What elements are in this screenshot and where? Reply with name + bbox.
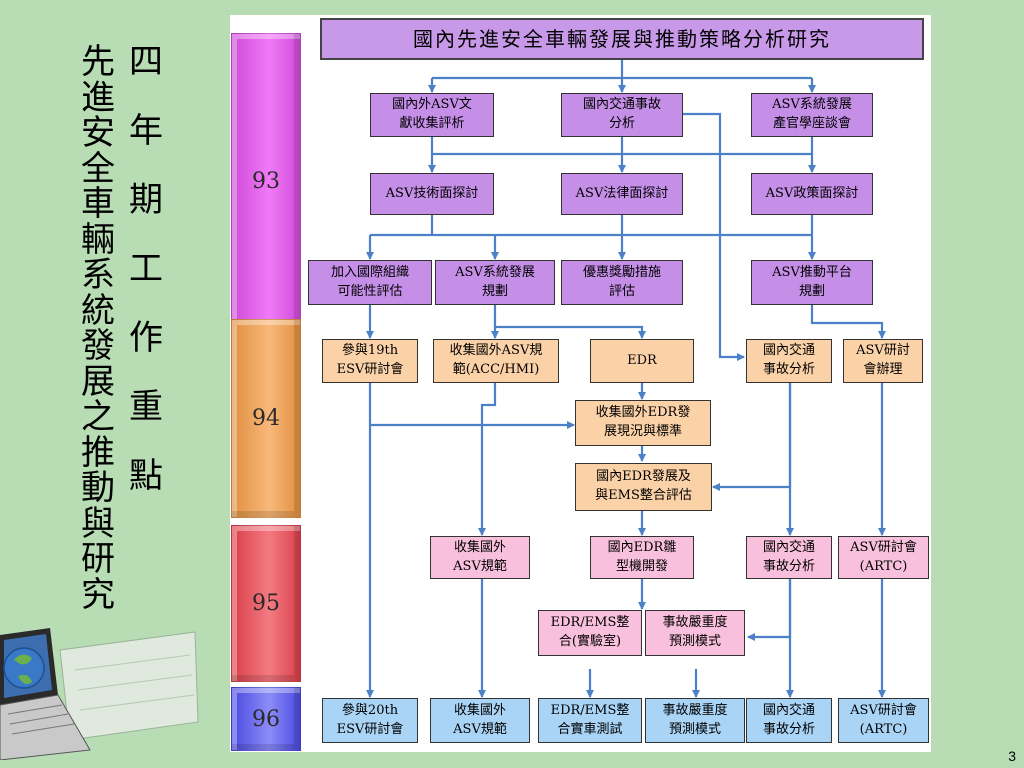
title-col2-char-5: 重	[129, 387, 163, 427]
flowchart-panel: 93 94 95 96	[230, 15, 931, 752]
title-col2-char-4: 作	[129, 318, 163, 358]
title-col1-char-14: 研	[81, 539, 115, 579]
edr-proto-box: 國內EDR雛 型機開發	[590, 536, 694, 579]
year-95-label: 95	[252, 591, 280, 616]
incentive-box: 優惠獎勵措施 評估	[561, 260, 683, 305]
seminar-96-box: ASV研討會 (ARTC)	[838, 698, 929, 743]
title-col1-char-1: 進	[81, 77, 115, 118]
title-col2-char-1: 年	[129, 111, 163, 151]
title-col1-char-6: 系	[81, 255, 115, 295]
edr-ems-eval-box: 國內EDR發展及 與EMS整合評估	[575, 463, 712, 511]
join-org-box: 加入國際組織 可能性評估	[308, 260, 432, 305]
sys-plan-box: ASV系統發展 規劃	[435, 260, 555, 305]
accident-analysis-95-box: 國內交通 事故分析	[746, 536, 832, 579]
edr-ems-lab-box: EDR/EMS整 合(實驗室)	[538, 610, 642, 656]
year-94-bar: 94	[231, 319, 301, 518]
title-col2-char-3: 工	[129, 249, 163, 289]
seminar-95-box: ASV研討會 (ARTC)	[838, 536, 929, 579]
slide-subtitle: 四年期工作重點	[124, 45, 168, 509]
title-col1-char-13: 與	[81, 503, 115, 544]
esv19-box: 參與19th ESV研討會	[322, 339, 418, 383]
year-96-bar: 96	[231, 687, 301, 751]
year-95-bar: 95	[231, 525, 301, 682]
year-96-label: 96	[252, 706, 280, 732]
asv-std-95-box: 收集國外 ASV規範	[430, 536, 530, 579]
asv-std-94-box: 收集國外ASV規 範(ACC/HMI)	[433, 339, 559, 383]
year-93-label: 93	[252, 169, 280, 194]
title-col1-char-10: 之	[81, 397, 115, 437]
platform-box: ASV推動平台 規劃	[751, 260, 873, 305]
title-col1-char-4: 車	[81, 184, 115, 224]
tech-review-box: ASV技術面探討	[370, 173, 494, 215]
forum-box: ASV系統發展 產官學座談會	[751, 93, 873, 137]
legal-review-box: ASV法律面探討	[561, 173, 683, 215]
title-col1-char-11: 推	[81, 432, 115, 473]
title-col2-char-6: 點	[129, 456, 163, 496]
title-col1-char-12: 動	[81, 468, 115, 508]
title-col1-char-2: 安	[81, 113, 115, 153]
edr-collect-box: 收集國外EDR發 展現況與標準	[575, 400, 711, 446]
edr-box: EDR	[590, 339, 694, 383]
title-col1-char-8: 發	[81, 326, 115, 366]
lit-review-box: 國內外ASV文 獻收集評析	[370, 93, 494, 137]
title-col1-char-3: 全	[81, 148, 115, 189]
esv20-box: 參與20th ESV研討會	[322, 698, 418, 743]
title-col1-char-7: 統	[81, 290, 115, 331]
title-col2-char-2: 期	[129, 180, 163, 220]
title-col1-char-9: 展	[81, 361, 115, 402]
year-93-bar: 93	[231, 33, 301, 330]
severity-95-box: 事故嚴重度 預測模式	[645, 610, 745, 656]
title-col1-char-0: 先	[81, 42, 115, 82]
slide-title: 先進安全車輛系統發展之推動與研究	[76, 45, 120, 613]
main-title-box: 國內先進安全車輛發展與推動策略分析研究	[320, 18, 924, 60]
policy-review-box: ASV政策面探討	[751, 173, 873, 215]
page-number: 3	[1008, 748, 1016, 764]
year-94-label: 94	[252, 406, 280, 431]
asv-std-96-box: 收集國外 ASV規範	[430, 698, 530, 743]
accident-analysis-96-box: 國內交通 事故分析	[746, 698, 832, 743]
edr-ems-test-box: EDR/EMS整 合實車測試	[538, 698, 642, 743]
connector-arrows	[366, 60, 886, 698]
title-col2-char-0: 四	[129, 42, 163, 82]
accident-analysis-94-box: 國內交通 事故分析	[746, 339, 832, 383]
accident-analysis-93-box: 國內交通事故 分析	[561, 93, 683, 137]
laptop-globe-icon	[0, 610, 200, 761]
severity-96-box: 事故嚴重度 預測模式	[645, 698, 745, 743]
title-col1-char-5: 輛	[81, 219, 115, 260]
title-col1-char-15: 究	[81, 574, 115, 615]
seminar-94-box: ASV研討 會辦理	[843, 339, 923, 383]
